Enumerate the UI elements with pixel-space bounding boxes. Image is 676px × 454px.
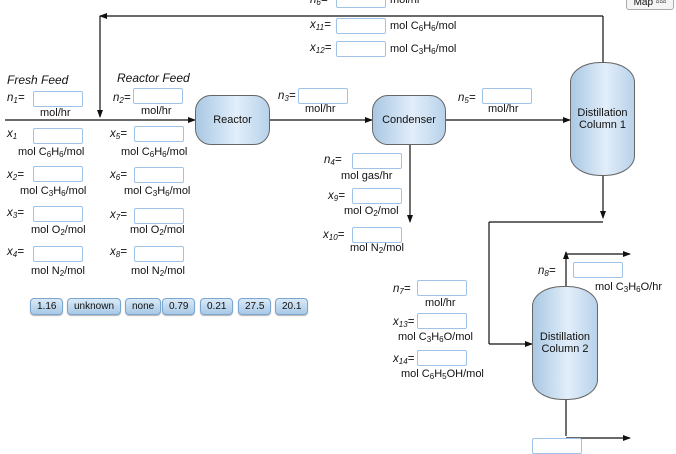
bottom-stream-input[interactable] xyxy=(532,438,582,454)
x9-label: x9= xyxy=(328,190,345,203)
x1-unit: mol C6H6/mol xyxy=(18,146,85,159)
x11-label: x11= xyxy=(310,19,331,32)
n4-unit: mol gas/hr xyxy=(341,170,393,182)
x9-unit: mol O2/mol xyxy=(344,205,399,218)
n2-unit: mol/hr xyxy=(141,105,172,117)
n8-label: n8= xyxy=(538,265,556,278)
x14-label: x14= xyxy=(393,353,415,366)
n7-input[interactable] xyxy=(417,280,467,296)
x13-input[interactable] xyxy=(417,313,467,329)
x2-unit: mol C3H6/mol xyxy=(20,185,87,198)
x12-unit: mol C3H6/mol xyxy=(390,43,457,56)
x3-unit: mol O2/mol xyxy=(31,224,86,237)
x3-input[interactable] xyxy=(33,206,83,222)
x1-input[interactable] xyxy=(33,128,83,144)
n4-label: n4= xyxy=(324,154,342,167)
x13-label: x13= xyxy=(393,316,415,329)
x7-unit: mol O2/mol xyxy=(130,224,185,237)
x14-input[interactable] xyxy=(417,350,467,366)
x11-unit: mol C6H6/mol xyxy=(390,20,457,33)
fresh-feed-heading: Fresh Feed xyxy=(7,73,69,87)
answer-chip[interactable]: unknown xyxy=(67,298,122,315)
column2-label: Distillation Column 2 xyxy=(539,331,591,355)
n1-unit: mol/hr xyxy=(40,107,71,119)
n8-unit: mol C3H6O/hr xyxy=(595,281,662,294)
x11-input[interactable] xyxy=(336,18,386,34)
x2-input[interactable] xyxy=(33,166,83,182)
n8-input[interactable] xyxy=(573,262,623,278)
x13-unit: mol C3H6O/mol xyxy=(398,331,473,344)
answer-chip[interactable]: 1.16 xyxy=(30,298,64,315)
n5-input[interactable] xyxy=(482,88,532,104)
n5-unit: mol/hr xyxy=(488,103,519,115)
x3-label: x3= xyxy=(7,207,24,220)
condenser-unit: Condenser xyxy=(372,95,446,145)
x10-input[interactable] xyxy=(352,227,402,243)
x6-label: x6= xyxy=(110,169,127,182)
reactor-label: Reactor xyxy=(213,114,252,126)
reactor-unit: Reactor xyxy=(195,95,270,145)
x4-label: x4= xyxy=(7,246,24,259)
n3-label: n3= xyxy=(278,90,296,103)
condenser-label: Condenser xyxy=(382,114,436,126)
answer-chip[interactable]: 0.21 xyxy=(200,298,234,315)
x6-unit: mol C3H6/mol xyxy=(124,185,191,198)
x8-input[interactable] xyxy=(134,246,184,262)
x9-input[interactable] xyxy=(352,188,402,204)
column1-label: Distillation Column 1 xyxy=(577,107,628,131)
distillation-column-1: Distillation Column 1 xyxy=(570,62,635,176)
x10-label: x10= xyxy=(323,229,345,242)
n3-input[interactable] xyxy=(298,88,348,104)
x5-label: x5= xyxy=(110,128,127,141)
answer-chip[interactable]: 20.1 xyxy=(275,298,309,315)
x10-unit: mol N2/mol xyxy=(350,242,404,255)
x14-unit: mol C6H5OH/mol xyxy=(401,368,484,381)
x4-input[interactable] xyxy=(33,246,83,262)
x5-input[interactable] xyxy=(134,126,184,142)
x4-unit: mol N2/mol xyxy=(31,265,85,278)
answer-chip[interactable]: 0.79 xyxy=(162,298,196,315)
x2-label: x2= xyxy=(7,169,24,182)
map-button[interactable]: Map ▫▫▫ xyxy=(626,0,674,10)
n6-label: n6= xyxy=(310,0,328,7)
n3-unit: mol/hr xyxy=(305,103,336,115)
answer-chip[interactable]: none xyxy=(125,298,162,315)
n4-input[interactable] xyxy=(352,153,402,169)
x8-label: x8= xyxy=(110,246,127,259)
distillation-column-2: Distillation Column 2 xyxy=(532,286,598,400)
n1-label: n1= xyxy=(7,92,25,105)
n2-label: n2= xyxy=(113,92,131,105)
answer-chip[interactable]: 27.5 xyxy=(238,298,272,315)
x12-input[interactable] xyxy=(336,41,386,57)
flow-lines xyxy=(5,13,631,441)
map-button-label: Map xyxy=(633,0,654,8)
x12-label: x12= xyxy=(310,42,332,55)
n1-input[interactable] xyxy=(33,91,83,107)
n6-unit: mol/hr xyxy=(390,0,421,6)
x6-input[interactable] xyxy=(134,167,184,183)
n5-label: n5= xyxy=(458,92,476,105)
x8-unit: mol N2/mol xyxy=(131,265,185,278)
n7-label: n7= xyxy=(393,283,411,296)
x7-input[interactable] xyxy=(134,208,184,224)
n6-input[interactable] xyxy=(336,0,386,8)
reactor-feed-heading: Reactor Feed xyxy=(117,71,190,85)
x1-label: x1 xyxy=(7,128,18,141)
n2-input[interactable] xyxy=(133,88,183,104)
n7-unit: mol/hr xyxy=(425,297,456,309)
x7-label: x7= xyxy=(110,209,127,222)
map-icon: ▫▫▫ xyxy=(655,0,667,8)
x5-unit: mol C6H6/mol xyxy=(121,146,188,159)
